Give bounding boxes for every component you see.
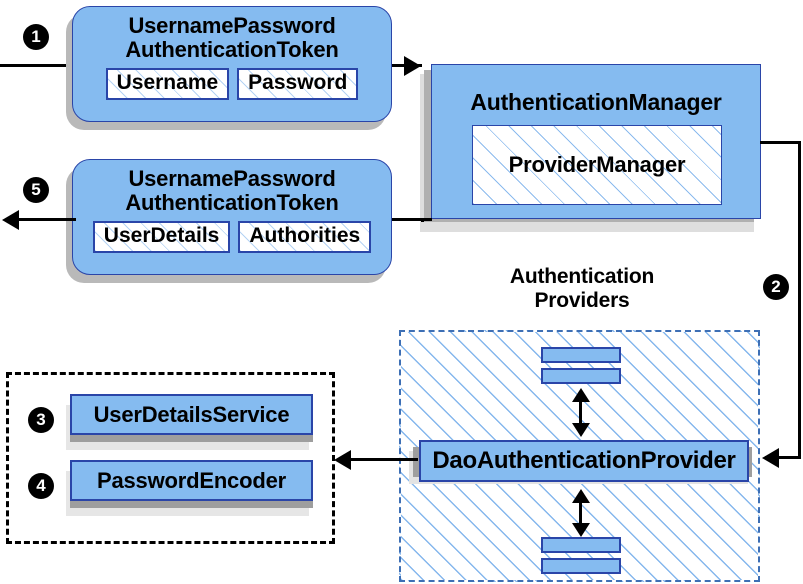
manager-to-providers-arrowhead	[762, 448, 779, 468]
step-marker-4: 4	[28, 473, 54, 499]
response-out-arrowhead	[2, 210, 19, 230]
userdetails-field: UserDetails	[92, 220, 231, 253]
dao-authentication-provider-box[interactable]: DaoAuthenticationProvider	[419, 440, 749, 482]
response-token-card[interactable]: UsernamePassword AuthenticationToken Use…	[72, 159, 392, 275]
provider-manager-box[interactable]: ProviderManager	[472, 125, 722, 205]
manager-to-providers-vertical-line	[798, 141, 801, 459]
dao-to-bottom-bars-line	[579, 492, 582, 530]
other-provider-bar-bottom-1	[541, 537, 621, 553]
request-token-title-line1: UsernamePassword	[128, 13, 336, 38]
incoming-request-line	[0, 64, 76, 67]
dao-to-services-arrowhead	[334, 450, 351, 470]
request-token-title-line2: AuthenticationToken	[125, 36, 339, 62]
other-provider-bar-top-2	[541, 368, 621, 384]
manager-to-response-token-line	[392, 218, 432, 221]
response-token-title: UsernamePassword AuthenticationToken	[125, 166, 339, 215]
top-bars-arrow-up	[572, 388, 590, 402]
dao-to-services-line	[350, 458, 418, 461]
authentication-manager-box[interactable]: AuthenticationManager ProviderManager	[431, 64, 761, 219]
response-token-title-line1: UsernamePassword	[128, 166, 336, 191]
password-encoder-label: PasswordEncoder	[97, 467, 286, 493]
provider-manager-label: ProviderManager	[508, 152, 686, 177]
manager-to-providers-bottom-line	[765, 456, 801, 459]
response-token-title-line2: AuthenticationToken	[125, 189, 339, 215]
response-token-out-line	[18, 218, 76, 221]
step-marker-3: 3	[28, 407, 54, 433]
request-token-title: UsernamePassword AuthenticationToken	[125, 13, 339, 62]
providers-title-line2: Providers	[534, 288, 630, 312]
username-field: Username	[105, 67, 230, 100]
bottom-bars-arrow-up	[572, 489, 590, 503]
authorities-field: Authorities	[238, 220, 372, 253]
request-token-card[interactable]: UsernamePassword AuthenticationToken Use…	[72, 6, 392, 122]
password-field: Password	[237, 67, 359, 100]
password-encoder-box[interactable]: PasswordEncoder	[70, 460, 313, 501]
token-to-manager-arrowhead	[404, 56, 421, 76]
top-bars-to-dao-line	[579, 392, 582, 430]
response-token-fields: UserDetails Authorities	[92, 220, 372, 253]
step-marker-2: 2	[763, 274, 789, 300]
step-marker-1: 1	[23, 24, 49, 50]
authentication-manager-title: AuthenticationManager	[470, 89, 722, 115]
userdetails-service-box[interactable]: UserDetailsService	[70, 394, 313, 435]
authentication-providers-title: Authentication Providers	[452, 265, 712, 312]
manager-to-providers-top-line	[760, 141, 801, 144]
manager-return-vertical-line	[421, 220, 424, 222]
step-marker-5: 5	[23, 177, 49, 203]
bottom-bars-arrow-down	[572, 523, 590, 537]
other-provider-bar-bottom-2	[541, 558, 621, 574]
dao-authentication-provider-label: DaoAuthenticationProvider	[432, 447, 736, 474]
top-bars-arrow-down	[572, 423, 590, 437]
other-provider-bar-top-1	[541, 347, 621, 363]
request-token-fields: Username Password	[105, 67, 359, 100]
userdetails-service-label: UserDetailsService	[93, 401, 290, 427]
providers-title-line1: Authentication	[509, 265, 655, 288]
